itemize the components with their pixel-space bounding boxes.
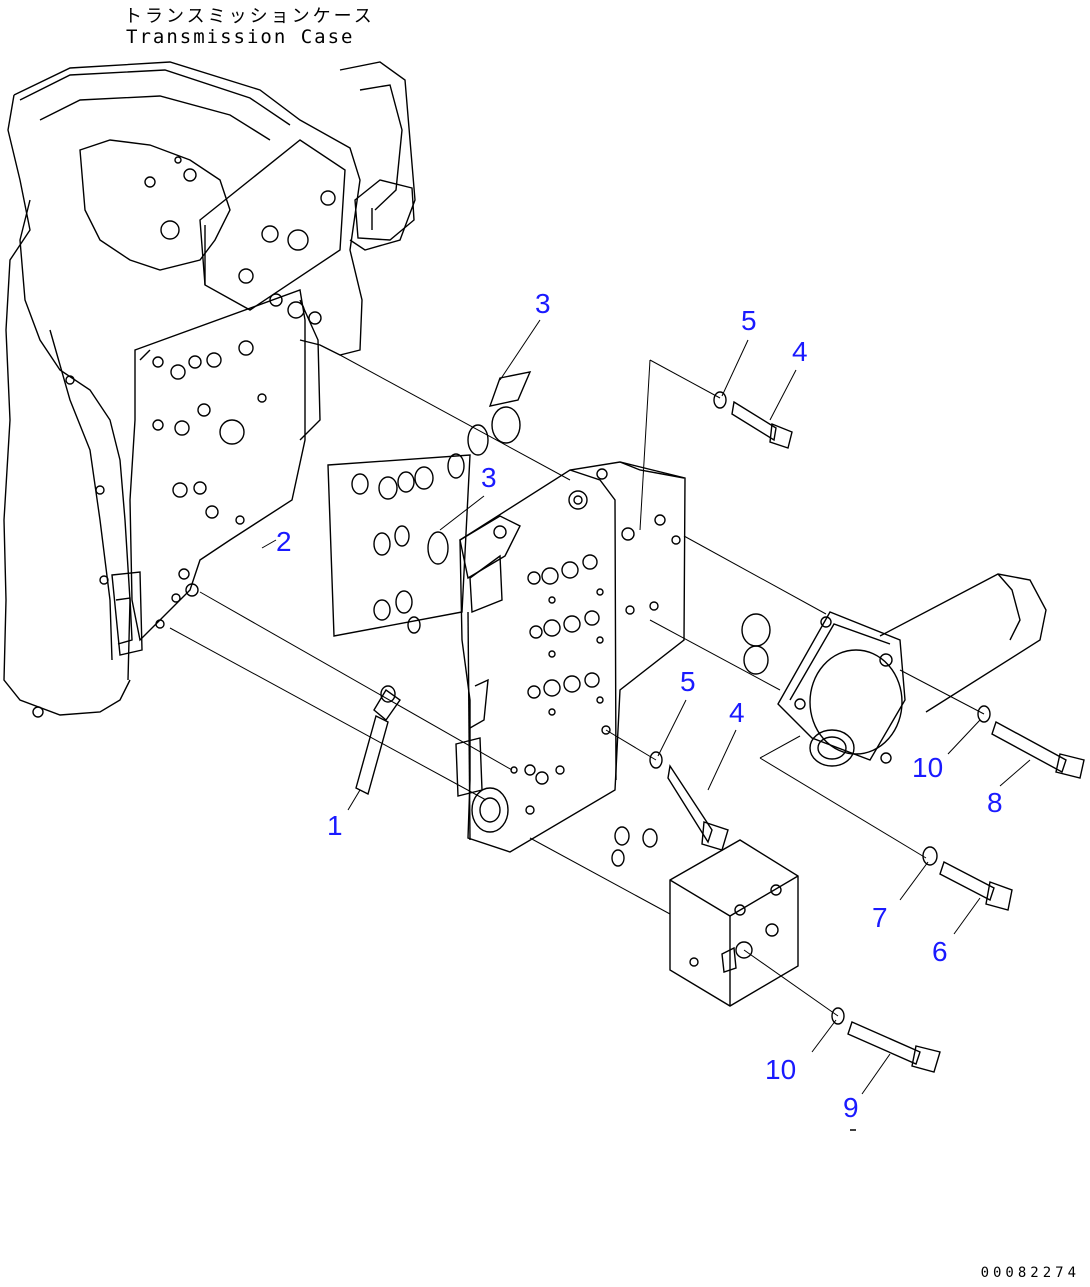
callout-7[interactable]: 7 [872,902,888,933]
lower-valve-block [670,840,798,1006]
callout-3-lower[interactable]: 3 [481,462,497,493]
callout-10-upper[interactable]: 10 [912,752,944,783]
valve-body [456,462,685,852]
callout-1[interactable]: 1 [327,810,343,841]
drawing-code: 00082274 [980,1265,1080,1281]
gasket-sheet [328,425,488,636]
callout-10-lower[interactable]: 10 [765,1054,797,1085]
callout-8[interactable]: 8 [987,787,1003,818]
o-rings [612,614,770,866]
leader-lines [262,320,1030,1094]
solenoid-actuator [778,574,1046,766]
callout-6[interactable]: 6 [932,936,948,967]
transmission-case [4,62,415,717]
callout-2[interactable]: 2 [276,526,292,557]
callout-5-lower[interactable]: 5 [680,666,696,697]
callout-3-upper[interactable]: 3 [535,288,551,319]
callout-5-upper[interactable]: 5 [741,305,757,336]
callout-4-lower[interactable]: 4 [729,697,745,728]
japanese-title: トランスミッションケース [124,6,375,27]
bolts-and-washers [650,392,1084,1072]
callout-9[interactable]: 9 [843,1092,859,1123]
assembly-lines [170,355,984,1016]
dowel-pin [356,686,400,794]
separator-plate [490,372,530,443]
callout-4-upper[interactable]: 4 [792,336,808,367]
english-title: Transmission Case [126,26,355,48]
